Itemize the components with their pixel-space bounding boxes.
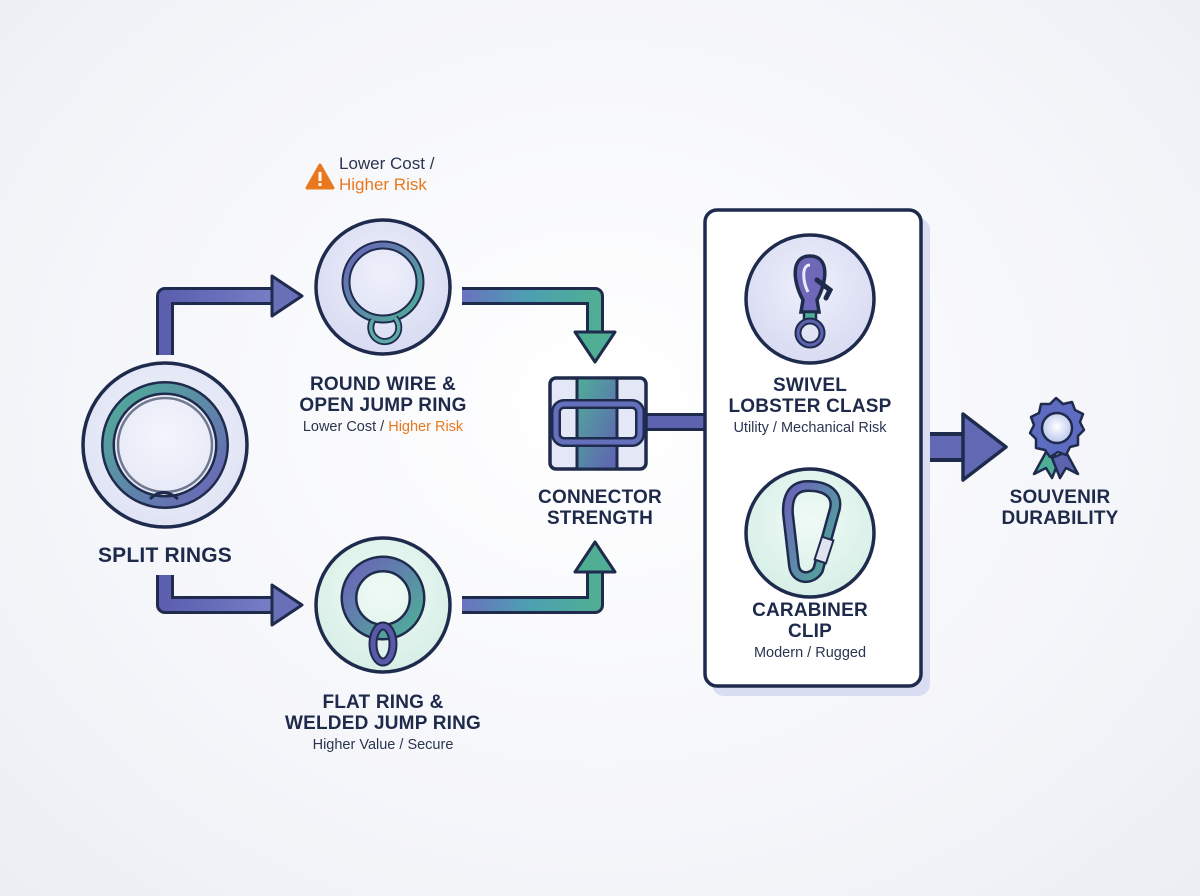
award-medal-icon [1028,396,1086,480]
round-wire-title-2: OPEN JUMP RING [299,395,467,416]
split-rings-node [81,361,249,529]
warning-icon [305,163,335,190]
round-wire-sub-cost: Lower Cost / [302,419,389,435]
split-rings-label: SPLIT RINGS [65,545,265,566]
flat-ring-title-2: WELDED JUMP RING [284,713,482,734]
swivel-title-1: SWIVEL [772,375,848,396]
connector-strength-icon [548,376,648,471]
swivel-label: SWIVEL LOBSTER CLASP Utility / Mechanica… [710,375,910,437]
arrow-round-to-connector [462,287,617,364]
split-rings-title: SPLIT RINGS [97,544,233,567]
arrow-split-to-round [156,274,304,355]
round-wire-title-1: ROUND WIRE & [310,374,456,395]
souvenir-label: SOUVENIR DURABILITY [960,487,1160,529]
arrow-panel-to-souvenir [918,412,1008,482]
carabiner-title-1: CARABINER [752,600,868,621]
carabiner-subtitle: Modern / Rugged [753,645,867,661]
carabiner-label: CARABINER CLIP Modern / Rugged [710,600,910,662]
warning-line-2: Higher Risk [339,175,427,194]
connector-title-2: STRENGTH [546,508,654,529]
warning-line-1: Lower Cost / [339,154,435,173]
flat-ring-subtitle: Higher Value / Secure [312,737,454,753]
round-wire-node [314,218,452,356]
lobster-clasp-icon [744,233,876,365]
carabiner-icon [744,467,876,599]
connector-link-line [645,413,707,431]
carabiner-title-2: CLIP [787,621,833,642]
round-wire-label: ROUND WIRE & OPEN JUMP RING Lower Cost /… [263,374,503,436]
swivel-title-2: LOBSTER CLASP [728,396,892,417]
arrow-flat-to-connector [462,540,617,614]
connector-title-1: CONNECTOR [538,487,662,508]
round-wire-subtitle: Lower Cost / Higher Risk [263,418,503,436]
souvenir-title-1: SOUVENIR [1009,487,1111,508]
flat-ring-title-1: FLAT RING & [322,692,444,713]
flat-ring-label: FLAT RING & WELDED JUMP RING Higher Valu… [263,692,503,754]
round-wire-sub-risk: Higher Risk [388,419,464,435]
arrow-split-to-flat [156,575,304,627]
connector-label: CONNECTOR STRENGTH [500,487,700,529]
souvenir-title-2: DURABILITY [1001,508,1119,529]
flat-ring-node [314,536,452,674]
swivel-subtitle: Utility / Mechanical Risk [733,420,887,436]
